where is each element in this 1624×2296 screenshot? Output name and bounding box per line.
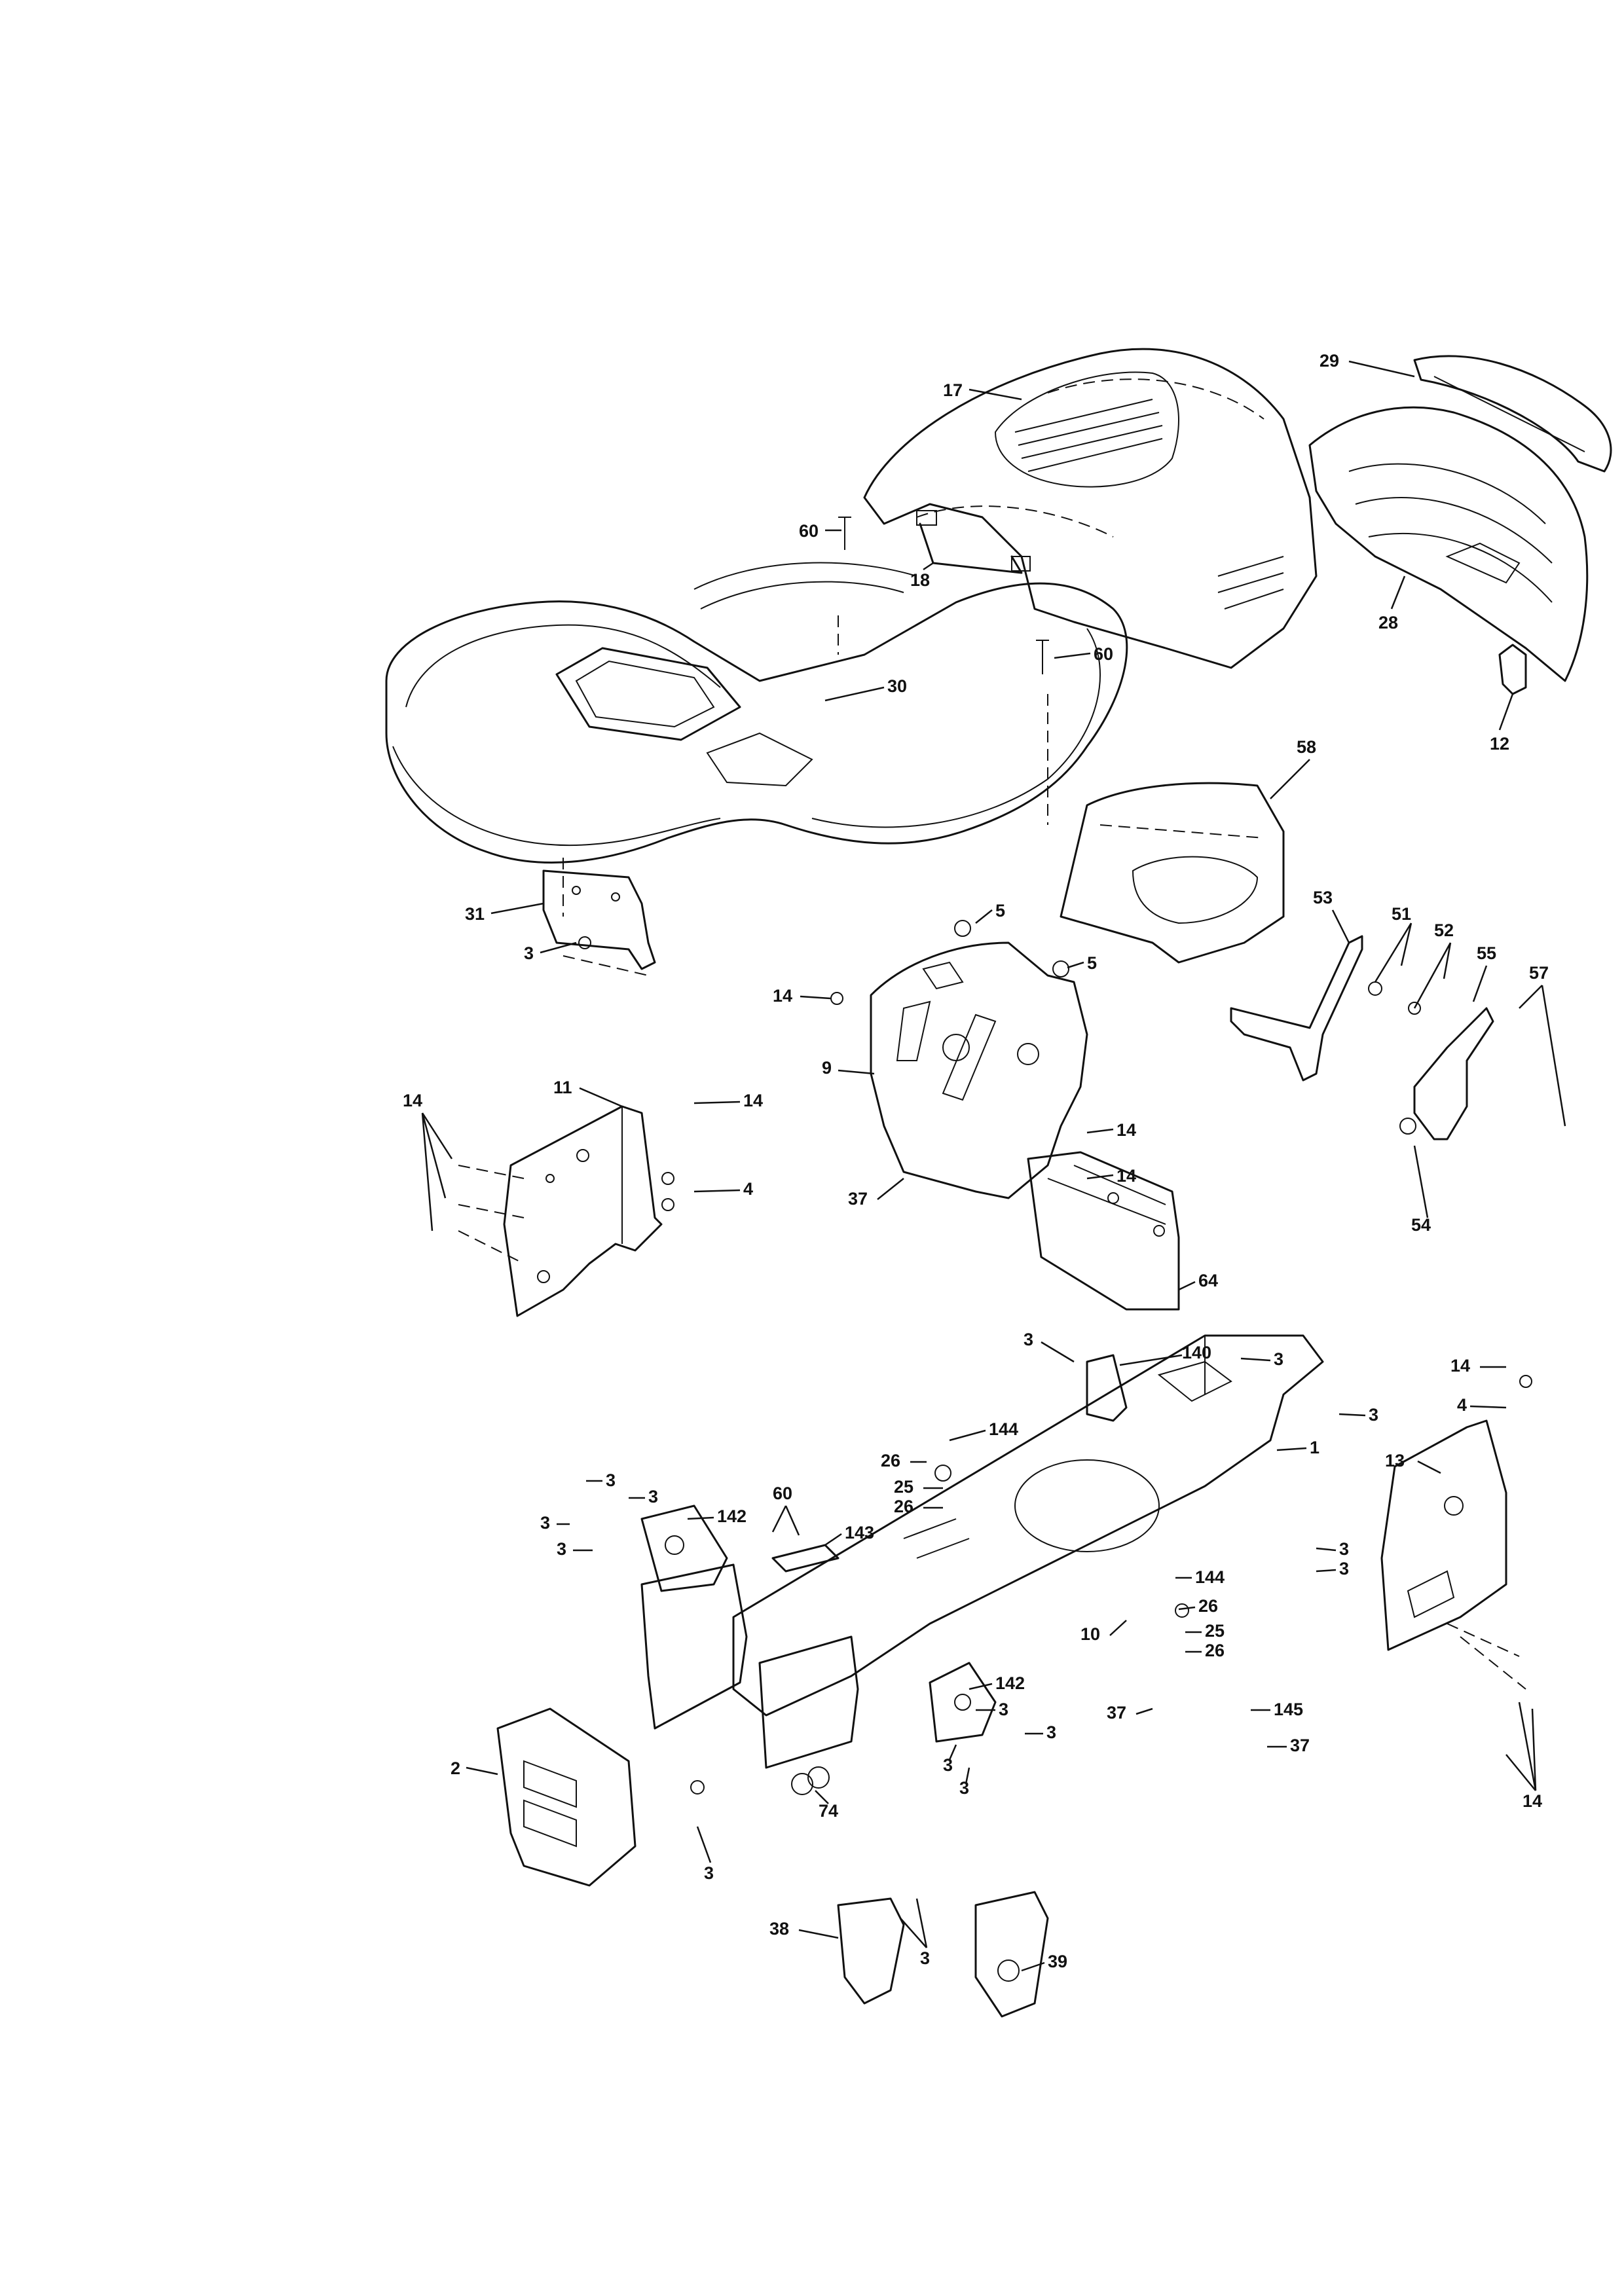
callout-3: 3 [704, 1863, 714, 1883]
callout-3: 3 [1024, 1330, 1033, 1349]
side-panel-part-11 [458, 1105, 663, 1317]
callout-52: 52 [1434, 920, 1454, 940]
callout-26: 26 [894, 1497, 913, 1516]
callout-29: 29 [1320, 351, 1339, 371]
callout-14: 14 [1450, 1356, 1470, 1376]
callout-144: 144 [989, 1419, 1018, 1439]
dash-support-part-58 [1060, 782, 1285, 964]
main-frame-part-1 [732, 1334, 1324, 1717]
callout-60: 60 [1094, 644, 1113, 664]
latch-part-12 [1498, 644, 1527, 695]
callout-64: 64 [1198, 1271, 1218, 1290]
callout-10: 10 [1080, 1624, 1100, 1644]
fasteners [578, 920, 1532, 1795]
callout-145: 145 [1274, 1700, 1303, 1719]
callout-14: 14 [403, 1091, 422, 1110]
callout-143: 143 [845, 1523, 874, 1542]
callout-60: 60 [799, 521, 819, 541]
grille-part-28 [1308, 406, 1589, 682]
frame-side-plate-left [640, 1563, 748, 1730]
callout-13: 13 [1385, 1451, 1405, 1470]
callout-3: 3 [959, 1778, 969, 1798]
callout-4: 4 [743, 1179, 753, 1199]
callout-142: 142 [717, 1506, 747, 1526]
callout-12: 12 [1490, 734, 1509, 754]
callout-39: 39 [1048, 1952, 1067, 1971]
callout-14: 14 [1116, 1166, 1136, 1186]
callout-25: 25 [1205, 1621, 1225, 1641]
callout-37: 37 [1107, 1703, 1126, 1722]
callout-14: 14 [743, 1091, 763, 1110]
bolt-part-60-upper [838, 517, 1049, 674]
callout-18: 18 [910, 570, 930, 590]
frame-side-plate-mid [758, 1635, 859, 1769]
callout-3: 3 [557, 1539, 566, 1559]
callout-57: 57 [1529, 963, 1549, 983]
callout-3: 3 [943, 1755, 953, 1775]
callout-31: 31 [465, 904, 485, 924]
callout-4: 4 [1457, 1395, 1467, 1415]
callout-3: 3 [1339, 1539, 1349, 1559]
side-panel-part-13 [1380, 1419, 1526, 1690]
callout-30: 30 [887, 676, 907, 696]
callout-3: 3 [540, 1513, 550, 1533]
callout-3: 3 [1274, 1349, 1283, 1369]
callout-14: 14 [1116, 1120, 1136, 1140]
bracket-part-142-lower [929, 1662, 997, 1743]
callout-5: 5 [995, 901, 1005, 920]
callout-51: 51 [1392, 904, 1411, 924]
callout-140: 140 [1182, 1343, 1211, 1362]
bracket-part-142-upper [640, 1504, 728, 1592]
callout-17: 17 [943, 380, 963, 400]
callout-2: 2 [451, 1758, 460, 1778]
seat-bracket-part-31 [542, 869, 656, 976]
callout-144: 144 [1195, 1567, 1225, 1587]
callout-14: 14 [773, 986, 792, 1006]
callout-5: 5 [1087, 953, 1097, 973]
leader-lines [421, 360, 1566, 1972]
dash-panel-part-9 [870, 941, 1088, 1199]
hood-bracket-part-18 [919, 522, 1023, 574]
bracket-part-39 [974, 1891, 1049, 2018]
lever-bracket-part-53 [1230, 935, 1363, 1082]
callout-3: 3 [920, 1948, 930, 1968]
callout-142: 142 [995, 1673, 1025, 1693]
hood-part-17 [863, 348, 1318, 669]
grille-top-part-29 [1413, 355, 1612, 473]
callout-37: 37 [848, 1189, 868, 1209]
callout-26: 26 [1205, 1641, 1225, 1660]
callout-3: 3 [648, 1487, 658, 1506]
callout-3: 3 [1339, 1559, 1349, 1578]
callout-26: 26 [1198, 1596, 1218, 1616]
callout-58: 58 [1297, 737, 1316, 757]
callout-53: 53 [1313, 888, 1333, 907]
callout-25: 25 [894, 1477, 913, 1497]
callout-28: 28 [1378, 613, 1398, 632]
bracket-part-64 [1027, 1151, 1180, 1311]
callout-3: 3 [999, 1700, 1008, 1719]
callout-3: 3 [1046, 1722, 1056, 1742]
callout-37: 37 [1290, 1736, 1310, 1755]
callout-11: 11 [553, 1078, 572, 1097]
callout-3: 3 [606, 1470, 616, 1490]
callout-14: 14 [1522, 1791, 1542, 1811]
callout-38: 38 [769, 1919, 789, 1939]
fender-deck-part-30 [385, 562, 1128, 917]
callout-1: 1 [1310, 1438, 1320, 1457]
bracket-part-38 [837, 1897, 905, 2005]
lever-part-55 [1413, 1007, 1494, 1140]
callout-labels: 17 29 60 18 28 60 30 12 58 31 3 5 5 53 5… [403, 351, 1549, 1971]
front-plate-part-2 [496, 1707, 637, 1887]
callout-54: 54 [1411, 1215, 1431, 1235]
callout-74: 74 [819, 1801, 838, 1821]
bracket-part-143 [771, 1544, 840, 1573]
callout-9: 9 [822, 1058, 832, 1078]
bracket-part-140 [1086, 1354, 1128, 1422]
callout-60: 60 [773, 1484, 792, 1503]
callout-55: 55 [1477, 943, 1496, 963]
callout-3: 3 [524, 943, 534, 963]
callout-26: 26 [881, 1451, 900, 1470]
callout-3: 3 [1369, 1405, 1378, 1425]
